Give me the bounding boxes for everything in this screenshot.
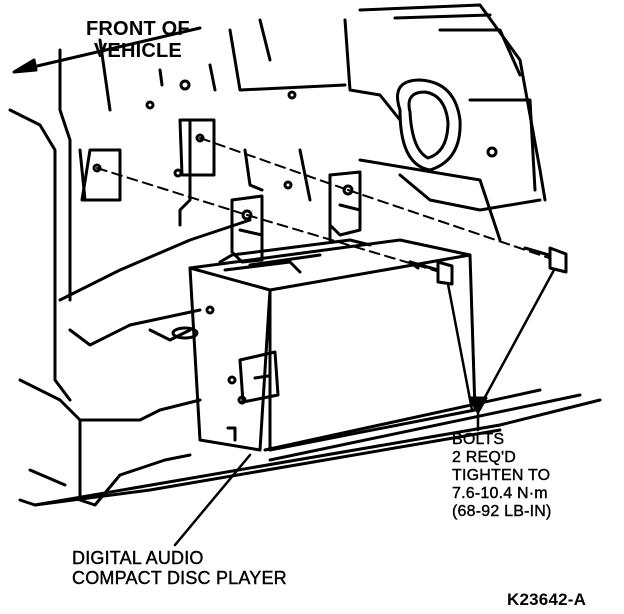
alignment-lines bbox=[96, 137, 556, 273]
leader-lines bbox=[173, 268, 556, 547]
bolt-left bbox=[408, 260, 454, 286]
bolts-callout: BOLTS 2 REQ'D TIGHTEN TO 7.6-10.4 N·m (6… bbox=[452, 431, 552, 521]
leader-arrowhead bbox=[468, 396, 488, 414]
cd-player-callout: DIGITAL AUDIO COMPACT DISC PLAYER bbox=[72, 548, 287, 588]
front-of-vehicle-label: FRONT OF VEHICLE bbox=[86, 18, 190, 62]
cd-player-unit bbox=[188, 238, 477, 452]
bolt-right bbox=[523, 246, 568, 274]
bolts-line-2: 2 REQ'D bbox=[452, 449, 517, 466]
bolts-line-1: BOLTS bbox=[452, 431, 505, 448]
vehicle-body-structure bbox=[8, 3, 602, 507]
player-line-2: COMPACT DISC PLAYER bbox=[72, 568, 287, 588]
front-line-1: FRONT OF bbox=[86, 18, 190, 40]
bolts-line-4: 7.6-10.4 N·m bbox=[452, 485, 548, 502]
front-line-2: VEHICLE bbox=[93, 40, 182, 62]
mounting-bracket-right bbox=[328, 170, 362, 242]
front-arrow bbox=[12, 26, 202, 74]
player-line-1: DIGITAL AUDIO bbox=[72, 548, 204, 568]
bolts-line-3: TIGHTEN TO bbox=[452, 467, 551, 484]
figure-id: K23642-A bbox=[507, 590, 587, 609]
bolts-line-5: (68-92 LB-IN) bbox=[452, 503, 552, 520]
